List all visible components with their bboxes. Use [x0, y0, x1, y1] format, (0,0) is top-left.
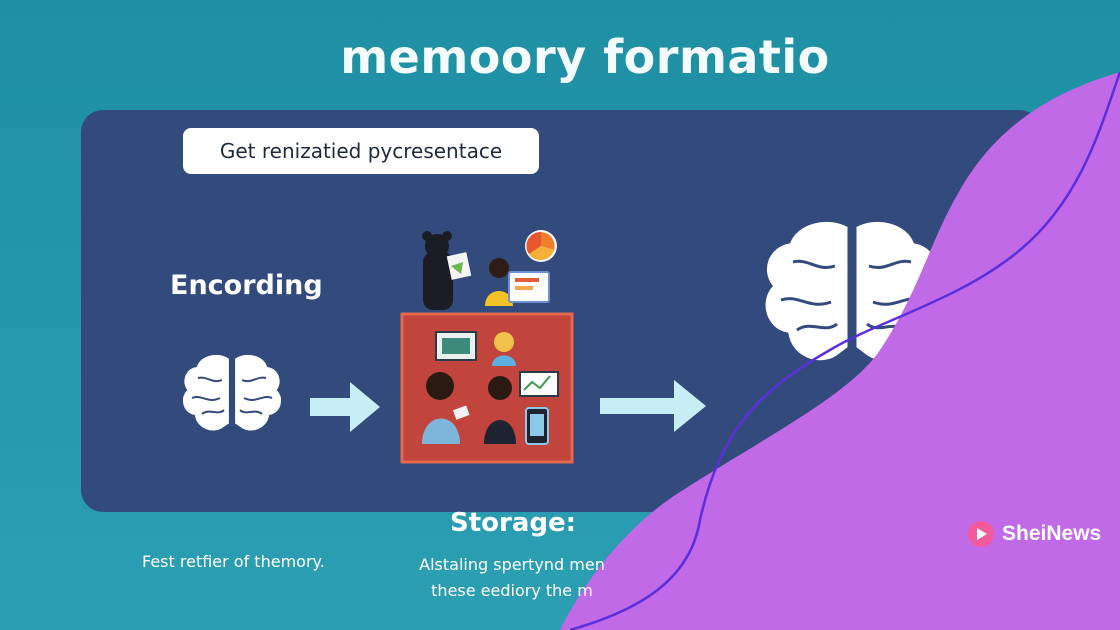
- caption-left: Fest retfier of themory.: [142, 552, 325, 571]
- brand-logo-icon: [968, 521, 994, 547]
- storage-label: Storage:: [450, 508, 577, 538]
- people-illustration: [422, 230, 557, 310]
- caption-middle-line-2: these eediory the m: [431, 581, 593, 600]
- arrow-right-icon: [310, 382, 380, 432]
- brand-watermark: SheiNews: [966, 516, 1101, 552]
- encoding-label: Encording: [170, 270, 323, 301]
- arrow-right-icon: [600, 380, 706, 432]
- subtitle-pill: Get renizatied pycresentace: [183, 128, 539, 174]
- caption-middle-line-1: Alstaling spertynd men: [419, 555, 605, 574]
- caption-middle: Alstaling spertynd men these eediory the…: [412, 552, 612, 604]
- brand-name: SheiNews: [1002, 522, 1102, 545]
- brain-icon: [180, 352, 284, 433]
- diagram-title: memoory formatio: [340, 30, 830, 84]
- scene-frame: [400, 312, 574, 464]
